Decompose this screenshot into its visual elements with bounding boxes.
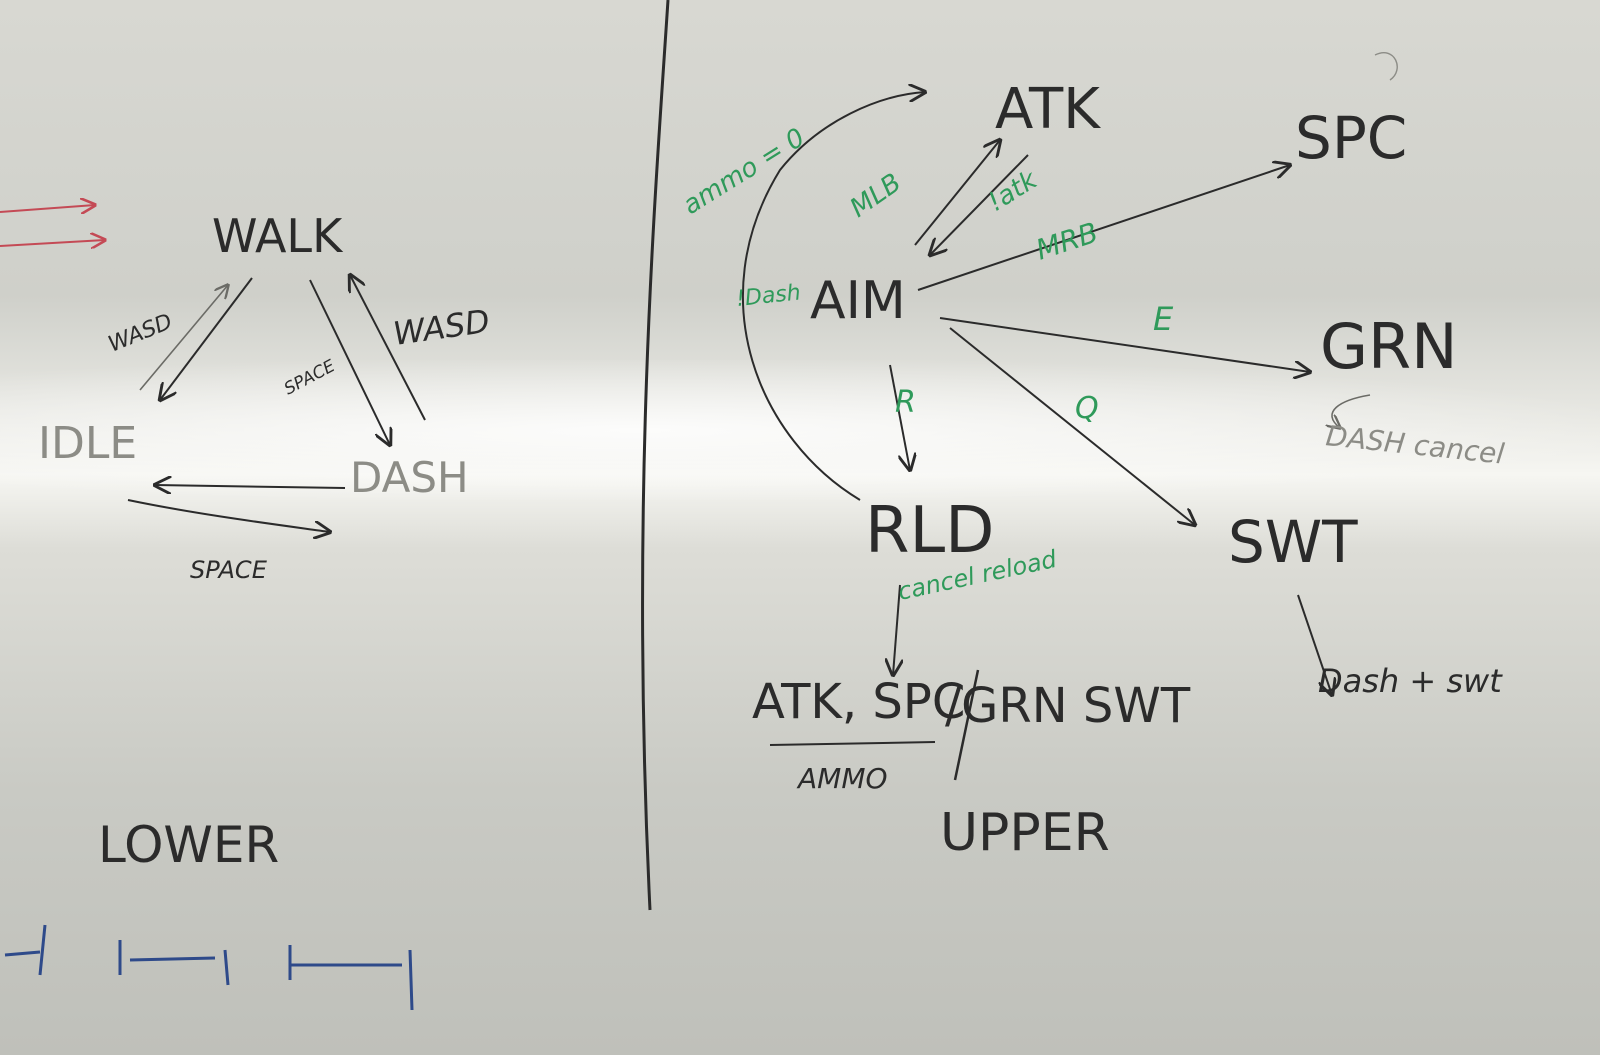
- edge-aim-grn: [939, 317, 1310, 372]
- group-grn-swt: /GRN SWT: [945, 678, 1191, 734]
- red-arrow-2: [0, 240, 105, 246]
- section-divider: [641, 0, 670, 911]
- label-dash-walk: WASD: [391, 302, 492, 353]
- red-arrow-1: [0, 205, 95, 212]
- edge-swt-exit: [1297, 594, 1332, 695]
- edge-dash-walk: [350, 275, 426, 421]
- layers-note: -|, |-+, |-|: [2, 973, 7, 976]
- edge-walk-dash: [309, 279, 390, 445]
- edge-aim-swt: [949, 327, 1195, 525]
- upper-title: UPPER: [940, 803, 1110, 863]
- blue-sketch: [4, 924, 414, 1011]
- label-ammo-zero: ammo = 0: [678, 123, 810, 221]
- label-walk-dash: SPACE: [281, 356, 339, 399]
- state-atk: ATK: [995, 77, 1101, 142]
- edge-idle-dash: [127, 499, 330, 532]
- edge-spc-self: [1374, 52, 1398, 81]
- ammo-underline: [769, 741, 936, 746]
- state-grn: GRN: [1320, 310, 1458, 383]
- edge-aim-spc: [917, 165, 1290, 291]
- state-idle: IDLE: [38, 418, 137, 469]
- label-q: Q: [1075, 391, 1099, 426]
- edge-atk-aim: [930, 154, 1029, 255]
- label-r: R: [895, 385, 916, 420]
- label-not-dash: !Dash: [735, 280, 802, 312]
- label-e: E: [1153, 300, 1174, 338]
- label-mrb: MRB: [1032, 216, 1102, 267]
- label-not-atk: !atk: [983, 165, 1043, 218]
- label-walk-idle: WASD: [105, 309, 176, 357]
- state-swt: SWT: [1228, 508, 1358, 576]
- state-spc: SPC: [1295, 104, 1407, 172]
- edge-rld-aim-ammo: [741, 92, 925, 501]
- state-walk: WALK: [212, 209, 344, 263]
- edge-walk-idle: [160, 277, 253, 400]
- label-grn-cancel: DASH cancel: [1324, 419, 1506, 471]
- group-atk-spc: ATK, SPC: [752, 674, 965, 730]
- label-ammo: AMMO: [796, 762, 888, 795]
- edge-aim-atk: [914, 140, 1000, 246]
- edge-aim-rld: [889, 364, 910, 470]
- edge-dash-idle: [155, 485, 346, 488]
- state-aim: AIM: [810, 271, 906, 331]
- group-separator: [953, 669, 980, 781]
- edge-grn-dash-loop: [1332, 394, 1371, 428]
- label-mlb: MLB: [845, 168, 907, 224]
- state-dash: DASH: [350, 453, 469, 502]
- state-rld: RLD: [865, 494, 994, 568]
- edge-idle-walk: [139, 285, 228, 391]
- lower-title: LOWER: [98, 816, 279, 874]
- label-idle-dash: SPACE: [190, 556, 268, 584]
- edge-rld-cancel: [893, 584, 900, 675]
- label-swt-exit: Dash + swt: [1318, 662, 1503, 700]
